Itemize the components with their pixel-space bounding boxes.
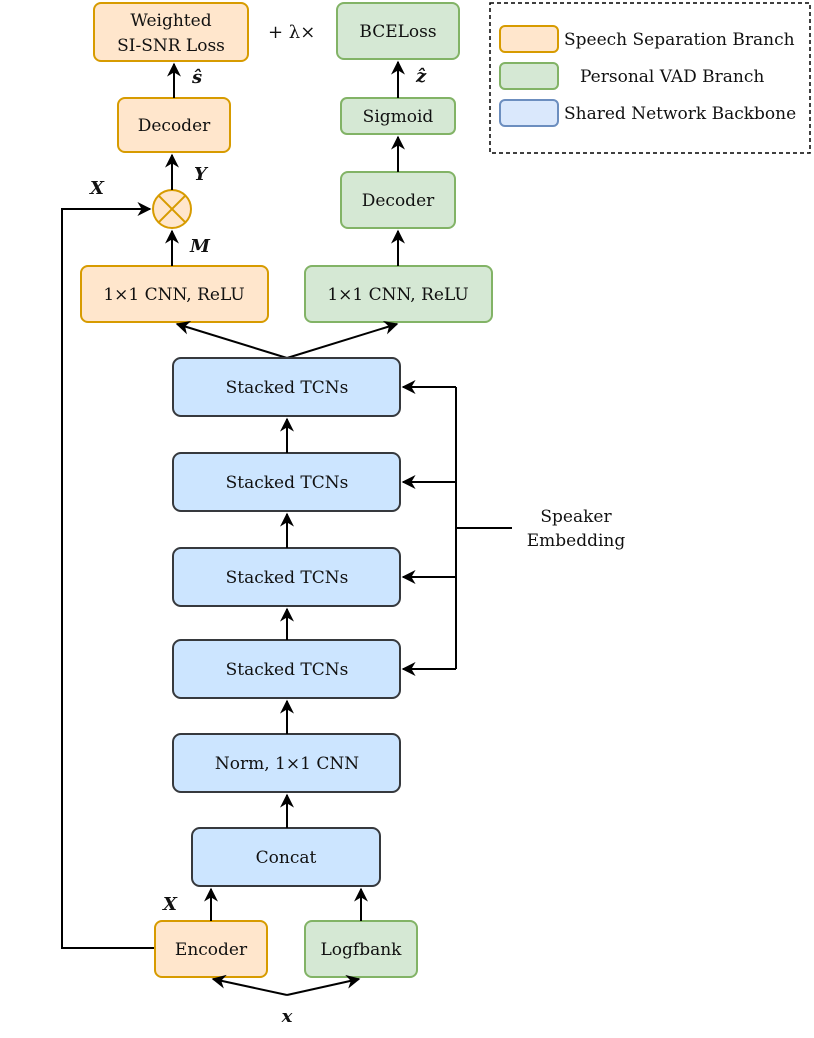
weighted-loss-line1: Weighted: [130, 11, 211, 31]
legend-swatch-personal-vad: [499, 62, 559, 90]
speaker-embedding-line2: Embedding: [527, 531, 626, 551]
bceloss-label: BCELoss: [359, 22, 436, 42]
M-label: M: [189, 236, 211, 257]
concat-label: Concat: [256, 848, 317, 868]
norm-cnn-label: Norm, 1×1 CNN: [215, 754, 359, 774]
logfbank-label: Logfbank: [321, 940, 403, 960]
cnn-relu-right-label: 1×1 CNN, ReLU: [327, 285, 468, 305]
cnn-relu-left-label: 1×1 CNN, ReLU: [103, 285, 244, 305]
legend-label-speech-separation: Speech Separation Branch: [564, 30, 795, 50]
encoder-label: Encoder: [175, 940, 248, 960]
speaker-embedding-line1: Speaker: [540, 507, 612, 527]
decoder-right-label: Decoder: [362, 191, 435, 211]
arrow-input-to-logfbank: [286, 974, 361, 996]
stacked-tcn-4-label: Stacked TCNs: [226, 660, 349, 680]
cnn-relu-left-box: [80, 265, 269, 323]
z-hat-label: ẑ: [415, 66, 427, 87]
arrow-input-to-encoder: [211, 974, 288, 996]
multiply-cross-b: [157, 194, 187, 224]
sigmoid-label: Sigmoid: [363, 107, 434, 127]
s-hat-label: ŝ: [191, 67, 202, 88]
weighted-loss-line2: SI-SNR Loss: [117, 36, 225, 56]
legend: Speech Separation Branch Personal VAD Br…: [489, 2, 811, 154]
stacked-tcn-1-label: Stacked TCNs: [226, 378, 349, 398]
stacked-tcn-3-label: Stacked TCNs: [226, 568, 349, 588]
arrow-tcn-to-cnn-left: [175, 321, 288, 359]
bceloss-box: [336, 2, 460, 60]
plus-lambda-label: + λ×: [268, 22, 315, 43]
x-input-label: x: [281, 1006, 293, 1027]
legend-label-personal-vad: Personal VAD Branch: [580, 67, 764, 87]
X-top-label: X: [89, 178, 105, 199]
skip-connection-X: [61, 202, 154, 949]
stacked-tcn-2-label: Stacked TCNs: [226, 473, 349, 493]
legend-label-shared-backbone: Shared Network Backbone: [564, 104, 796, 124]
legend-swatch-speech-separation: [499, 25, 559, 53]
legend-swatch-shared-backbone: [499, 99, 559, 127]
stacked-tcn-1-box: [172, 357, 401, 417]
arrow-tcn-to-cnn-right: [286, 321, 399, 359]
X-bottom-label: X: [162, 894, 178, 915]
decoder-left-label: Decoder: [138, 116, 211, 136]
Y-label: Y: [194, 164, 209, 185]
weighted-sisnr-loss-box: [93, 2, 249, 62]
